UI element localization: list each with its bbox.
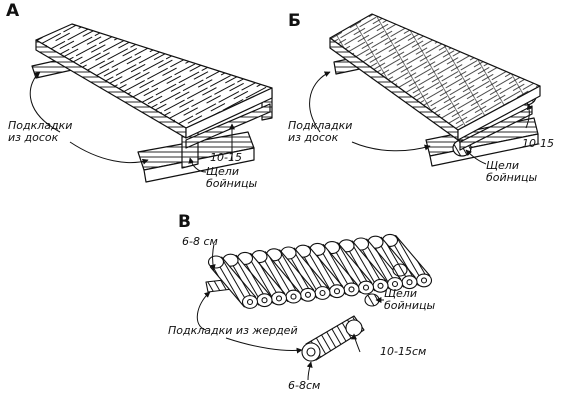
panel-c-slots-label: Щели бойницы <box>384 287 436 312</box>
panel-b-gap-label: 10-15 <box>522 137 554 150</box>
panel-a-drawing <box>31 23 273 183</box>
panel-c-gap-label: 10-15см <box>380 345 427 358</box>
leader-lines <box>29 71 533 381</box>
log <box>323 241 375 295</box>
panel-b-pads-label: Подкладки из досок <box>288 119 353 144</box>
panel-c-pole-label: 6-8см <box>288 379 321 392</box>
log <box>338 239 389 293</box>
panel-a-letter: А <box>6 1 20 21</box>
log <box>222 253 273 308</box>
log <box>207 255 259 309</box>
panel-c-log-deck <box>207 233 433 309</box>
panel-c-drawing <box>205 233 433 362</box>
panel-b-drawing <box>329 13 541 167</box>
panel-b-letter: Б <box>288 11 301 31</box>
panel-c-thickness-label: 6-8 см <box>182 235 218 248</box>
panel-c-letter: В <box>178 212 191 232</box>
panel-a-pads-label: Подкладки из досок <box>8 119 73 144</box>
panel-a-slots-label: Щели бойницы <box>206 165 258 190</box>
panel-a-gap-label: 10-15 <box>210 151 242 164</box>
panel-b-slots-label: Щели бойницы <box>486 159 538 184</box>
panel-c-pads-label: Подкладки из жердей <box>168 324 298 337</box>
